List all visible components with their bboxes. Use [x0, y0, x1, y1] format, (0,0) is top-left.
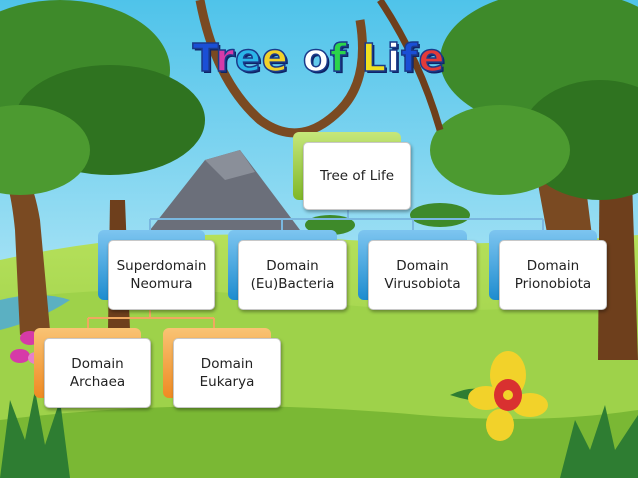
- flower-icon: [468, 351, 548, 441]
- title-letter: f: [400, 35, 419, 81]
- node-domain-prionobiota: Domain Prionobiota: [489, 230, 607, 310]
- title-letter: e: [418, 35, 446, 81]
- node-label: Domain (Eu)Bacteria: [250, 258, 335, 292]
- node-box: Superdomain Neomura: [108, 240, 215, 310]
- node-root-label: Tree of Life: [319, 168, 395, 184]
- title-letter: e: [261, 35, 289, 81]
- title-letter: r: [215, 35, 236, 81]
- title-letter: T: [192, 35, 216, 81]
- connector-lines: [87, 205, 544, 330]
- node-label: Domain Eukarya: [199, 356, 255, 390]
- node-box: Domain Virusobiota: [368, 240, 477, 310]
- node-box: Domain Prionobiota: [499, 240, 607, 310]
- node-box: Domain Eukarya: [173, 338, 281, 408]
- title-letter: [289, 36, 303, 80]
- node-box: Domain Archaea: [44, 338, 151, 408]
- node-domain-archaea: Domain Archaea: [34, 328, 151, 408]
- node-root: Tree of Life: [293, 132, 411, 210]
- node-root-box: Tree of Life: [303, 142, 411, 210]
- node-label: Domain Virusobiota: [384, 258, 461, 292]
- title-letter: f: [329, 35, 348, 81]
- node-domain-eubacteria: Domain (Eu)Bacteria: [228, 230, 347, 310]
- node-superdomain-neomura: Superdomain Neomura: [98, 230, 215, 310]
- node-domain-eukarya: Domain Eukarya: [163, 328, 281, 408]
- title-letter: [348, 36, 362, 80]
- title-letter: o: [302, 35, 331, 81]
- title-letter: e: [234, 35, 262, 81]
- title-letter: i: [386, 35, 402, 81]
- title-letter: L: [361, 35, 388, 81]
- node-domain-virusobiota: Domain Virusobiota: [358, 230, 477, 310]
- node-label: Domain Archaea: [69, 356, 126, 390]
- node-box: Domain (Eu)Bacteria: [238, 240, 347, 310]
- page-title: Tree of Life: [0, 35, 638, 81]
- node-label: Domain Prionobiota: [514, 258, 592, 292]
- node-label: Superdomain Neomura: [116, 258, 207, 292]
